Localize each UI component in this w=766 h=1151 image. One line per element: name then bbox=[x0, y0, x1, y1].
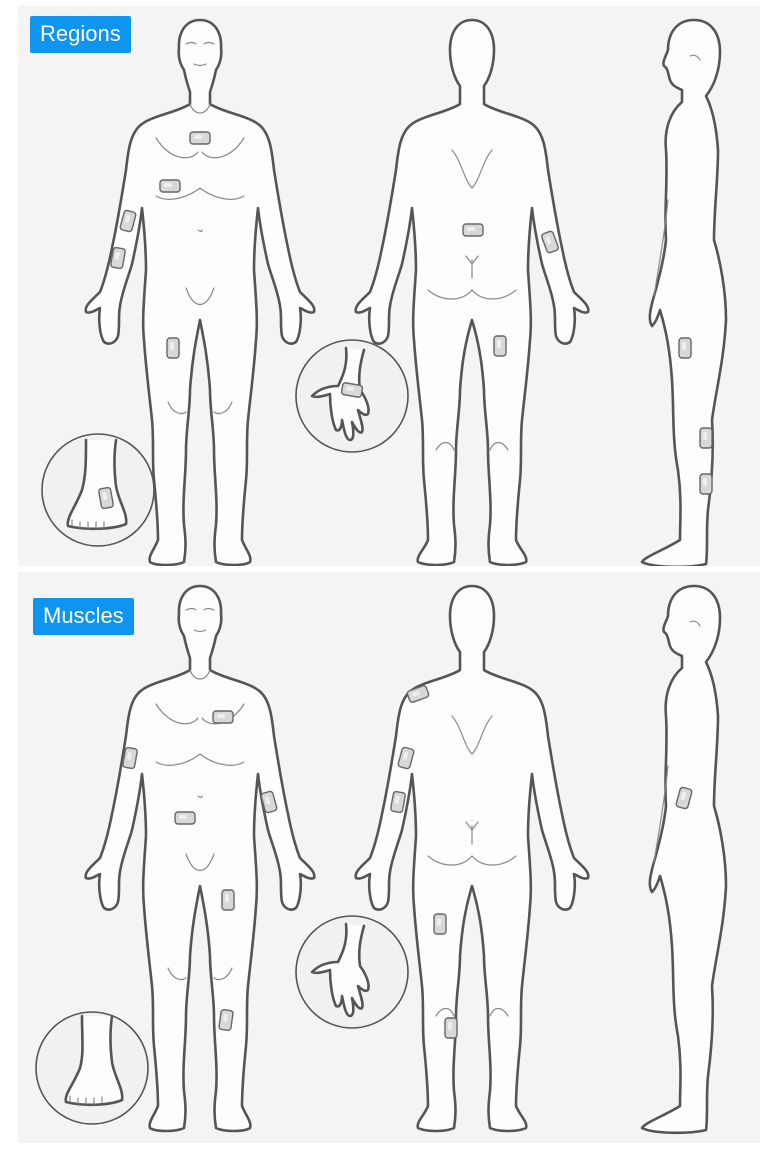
body-back-view bbox=[356, 586, 589, 1131]
sensor-patch-icon[interactable] bbox=[700, 474, 712, 494]
sensor-patch-icon[interactable] bbox=[175, 812, 195, 824]
sensor-patch-icon[interactable] bbox=[679, 338, 691, 358]
foot-detail-icon[interactable] bbox=[36, 1012, 148, 1124]
sensor-patch-icon[interactable] bbox=[190, 132, 210, 144]
sensor-patch-icon[interactable] bbox=[222, 890, 234, 910]
regions-figures bbox=[18, 6, 760, 566]
muscles-panel: Muscles bbox=[18, 572, 760, 1143]
sensor-patch-icon[interactable] bbox=[445, 1018, 457, 1038]
sensor-patch-icon[interactable] bbox=[700, 428, 712, 448]
foot-detail-icon[interactable] bbox=[42, 434, 154, 546]
sensor-patch-icon[interactable] bbox=[167, 338, 179, 358]
sensor-patch-icon[interactable] bbox=[434, 914, 446, 934]
sensor-patch-icon[interactable] bbox=[160, 180, 180, 192]
sensor-patch-icon[interactable] bbox=[219, 1009, 234, 1030]
sensor-patch-icon[interactable] bbox=[122, 747, 137, 769]
sensor-patch-icon[interactable] bbox=[110, 247, 125, 269]
sensor-patch-icon[interactable] bbox=[494, 336, 506, 356]
body-side-view bbox=[642, 586, 726, 1133]
muscles-figures bbox=[18, 572, 760, 1143]
hand-palm-detail-icon[interactable] bbox=[296, 916, 408, 1028]
sensor-patch-icon[interactable] bbox=[213, 711, 233, 723]
regions-panel: Regions bbox=[18, 6, 760, 566]
body-back-view bbox=[356, 20, 589, 565]
body-side-view bbox=[642, 20, 726, 566]
sensor-patch-icon[interactable] bbox=[390, 791, 405, 813]
hand-palm-detail-icon[interactable] bbox=[296, 340, 408, 452]
sensor-patch-icon[interactable] bbox=[463, 224, 483, 236]
